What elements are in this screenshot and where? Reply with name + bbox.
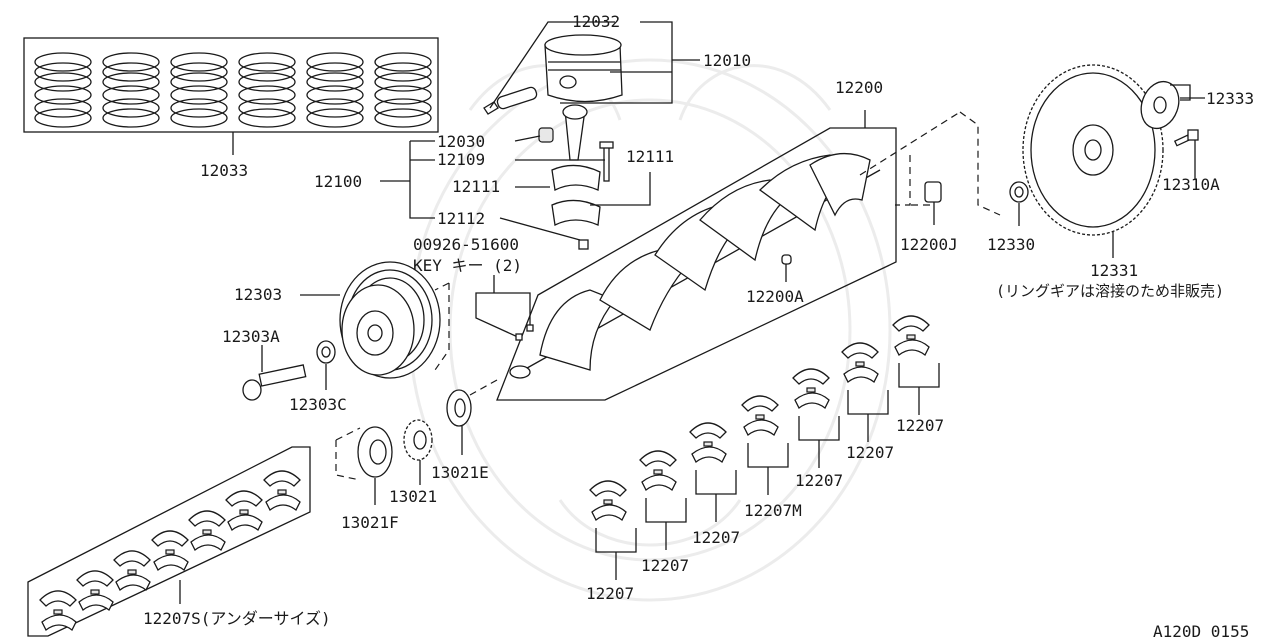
undersize-bearings (39, 470, 301, 631)
label-12207S[interactable]: 12207S(アンダーサイズ) (143, 609, 331, 628)
ring-gear-note[interactable]: (リングギアは溶接のため非販売) (996, 282, 1224, 300)
label-12111-a[interactable]: 12111 (626, 147, 674, 166)
bushing-icon (924, 181, 942, 203)
label-12207-b5[interactable]: 12207 (692, 528, 740, 547)
label-12033[interactable]: 12033 (200, 161, 248, 180)
bearing-shell-icon (263, 470, 301, 511)
flywheel-bolt-icon (1173, 129, 1199, 147)
label-12207-b2[interactable]: 12207 (846, 443, 894, 462)
ring-stack (374, 52, 432, 128)
label-12100[interactable]: 12100 (314, 172, 362, 191)
label-12207-b3[interactable]: 12207 (795, 471, 843, 490)
label-12200[interactable]: 12200 (835, 78, 883, 97)
bearing-shell-icon (589, 480, 627, 521)
oil-thrower-icon (357, 426, 393, 478)
figure-id[interactable]: A120D 0155 (1153, 622, 1249, 639)
crankshaft-icon (509, 152, 881, 379)
label-12207-b1[interactable]: 12207 (896, 416, 944, 435)
pulley-icon (339, 261, 441, 379)
spacer-icon (1009, 181, 1029, 203)
label-13021F[interactable]: 13021F (341, 513, 399, 532)
bearing-shell-icon (741, 395, 779, 436)
label-12112[interactable]: 12112 (437, 209, 485, 228)
bearing-shell-icon (151, 530, 189, 571)
bearing-shell-icon (892, 315, 930, 356)
ring-stack (238, 52, 296, 128)
label-12200A[interactable]: 12200A (746, 287, 804, 306)
bearing-shell-icon (792, 368, 830, 409)
label-12030[interactable]: 12030 (437, 132, 485, 151)
key-icon (515, 324, 534, 341)
label-12303A[interactable]: 12303A (222, 327, 280, 346)
label-12207-b7[interactable]: 12207 (586, 584, 634, 603)
label-12010[interactable]: 12010 (703, 51, 751, 70)
bearing-shell-icon (188, 510, 226, 551)
pulley-bolt-icon (242, 364, 307, 401)
label-12330[interactable]: 12330 (987, 235, 1035, 254)
plate-icon (1140, 80, 1180, 130)
ring-stack (34, 52, 92, 128)
ring-stack (306, 52, 364, 128)
bearing-shell-icon (76, 570, 114, 611)
label-12303[interactable]: 12303 (234, 285, 282, 304)
label-key[interactable]: KEY キー (2) (413, 256, 522, 275)
sprocket-icon (403, 419, 433, 461)
label-12207M[interactable]: 12207M (744, 501, 802, 520)
label-12200J[interactable]: 12200J (900, 235, 958, 254)
washer-icon (316, 340, 336, 364)
flywheel-icon (1022, 64, 1164, 236)
label-12331[interactable]: 12331 (1090, 261, 1138, 280)
label-12310A[interactable]: 12310A (1162, 175, 1220, 194)
bearing-shell-icon (639, 450, 677, 491)
label-12333[interactable]: 12333 (1206, 89, 1254, 108)
label-13021E[interactable]: 13021E (431, 463, 489, 482)
label-12111-b[interactable]: 12111 (452, 177, 500, 196)
piston-icon (483, 34, 623, 115)
bearing-shell-icon (225, 490, 263, 531)
bearing-shell-icon (39, 590, 77, 631)
label-12032[interactable]: 12032 (572, 12, 620, 31)
label-00926-51600[interactable]: 00926-51600 (413, 235, 519, 254)
label-12109[interactable]: 12109 (437, 150, 485, 169)
bearing-shell-icon (689, 422, 727, 463)
label-12207-b6[interactable]: 12207 (641, 556, 689, 575)
label-12303C[interactable]: 12303C (289, 395, 347, 414)
connecting-rod-icon (538, 104, 614, 250)
thrust-washer-icon (446, 389, 472, 427)
label-13021[interactable]: 13021 (389, 487, 437, 506)
bearing-shell-icon (841, 342, 879, 383)
piston-rings-set (23, 37, 439, 155)
bearing-shell-icon (113, 550, 151, 591)
ring-stack (102, 52, 160, 128)
watermark-emblem (408, 58, 892, 602)
ring-stack (170, 52, 228, 128)
main-bearings (589, 315, 940, 580)
